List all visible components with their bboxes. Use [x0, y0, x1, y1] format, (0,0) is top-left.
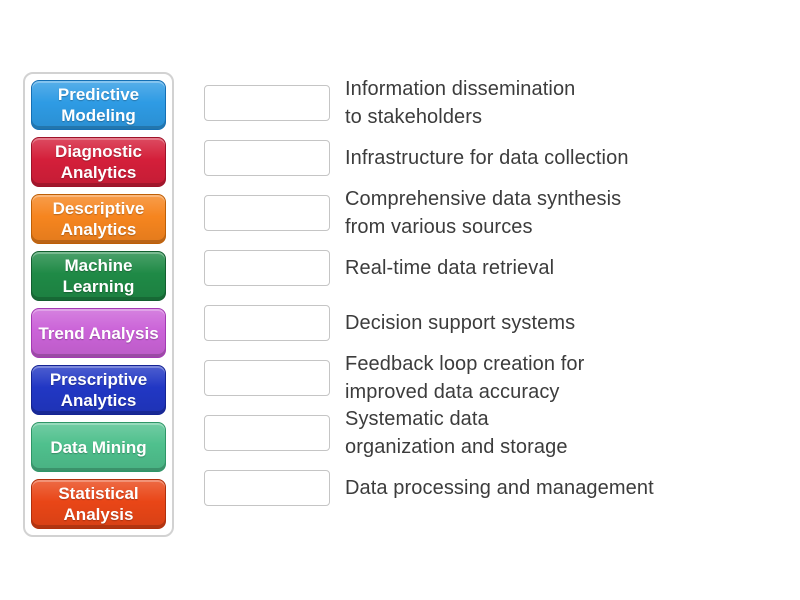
clue-line: Comprehensive data synthesis [345, 187, 622, 210]
answer-slot-6[interactable] [204, 359, 330, 396]
clue-text: Real-time data retrieval [345, 254, 554, 282]
answer-slot-5[interactable] [204, 304, 330, 341]
clue-line: Feedback loop creation for [345, 352, 585, 375]
tile-prescriptive-analytics[interactable]: Prescriptive Analytics [31, 365, 166, 415]
clue-text: Comprehensive data synthesis from variou… [345, 185, 621, 241]
tile-predictive-modeling[interactable]: Predictive Modeling [31, 80, 166, 130]
clue-line: Data processing and management [345, 476, 654, 499]
clue-text: Data processing and management [345, 474, 654, 502]
answer-slot-4[interactable] [204, 249, 330, 286]
tile-diagnostic-analytics[interactable]: Diagnostic Analytics [31, 137, 166, 187]
match-row: Real-time data retrieval [204, 240, 774, 295]
clue-text: Decision support systems [345, 309, 575, 337]
clue-line: Real-time data retrieval [345, 256, 555, 279]
answer-slot-7[interactable] [204, 414, 330, 451]
clue-line: Systematic data [345, 407, 489, 430]
clue-line: organization and storage [345, 435, 568, 458]
clue-text: Infrastructure for data collection [345, 144, 629, 172]
clue-text: Feedback loop creation for improved data… [345, 350, 584, 406]
match-row: Feedback loop creation for improved data… [204, 350, 774, 405]
tiles-panel: Predictive Modeling Diagnostic Analytics… [23, 72, 174, 537]
clue-line: from various sources [345, 215, 533, 238]
match-row: Infrastructure for data collection [204, 130, 774, 185]
answer-slot-3[interactable] [204, 194, 330, 231]
clue-text: Systematic data organization and storage [345, 405, 568, 461]
match-row: Information dissemination to stakeholder… [204, 75, 774, 130]
answer-slot-2[interactable] [204, 139, 330, 176]
match-rows: Information dissemination to stakeholder… [204, 75, 774, 515]
clue-line: Infrastructure for data collection [345, 146, 629, 169]
match-row: Data processing and management [204, 460, 774, 515]
match-row: Comprehensive data synthesis from variou… [204, 185, 774, 240]
match-row: Systematic data organization and storage [204, 405, 774, 460]
clue-line: to stakeholders [345, 105, 483, 128]
tile-trend-analysis[interactable]: Trend Analysis [31, 308, 166, 358]
tile-descriptive-analytics[interactable]: Descriptive Analytics [31, 194, 166, 244]
clue-line: improved data accuracy [345, 380, 560, 403]
tile-statistical-analysis[interactable]: Statistical Analysis [31, 479, 166, 529]
clue-line: Decision support systems [345, 311, 576, 334]
tile-machine-learning[interactable]: Machine Learning [31, 251, 166, 301]
clue-line: Information dissemination [345, 77, 576, 100]
match-row: Decision support systems [204, 295, 774, 350]
answer-slot-1[interactable] [204, 84, 330, 121]
answer-slot-8[interactable] [204, 469, 330, 506]
tile-data-mining[interactable]: Data Mining [31, 422, 166, 472]
clue-text: Information dissemination to stakeholder… [345, 75, 575, 131]
